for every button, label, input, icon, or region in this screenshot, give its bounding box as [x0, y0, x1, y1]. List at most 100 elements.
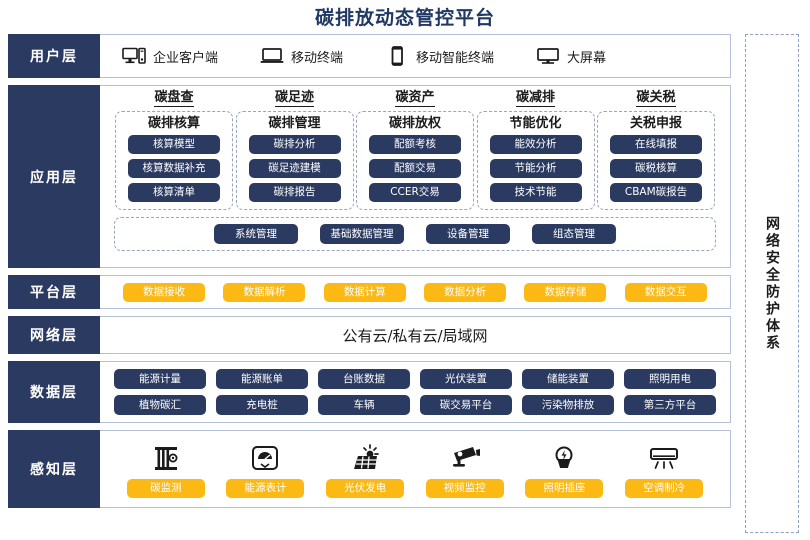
- perception-label: 光伏发电: [326, 479, 405, 498]
- data-pill[interactable]: 污染物排放: [522, 395, 614, 415]
- perception-item-lighting-socket[interactable]: 照明插座: [525, 439, 604, 498]
- management-pill[interactable]: 设备管理: [426, 224, 510, 244]
- application-groups: 碳盘查 碳排核算 核算模型 核算数据补充 核算清单 碳足迹 碳排管理 碳排分析: [110, 90, 720, 210]
- platform-pill[interactable]: 数据交互: [624, 282, 707, 302]
- app-group-title: 碳关税: [636, 90, 676, 107]
- perception-item-solar-power[interactable]: 光伏发电: [326, 439, 405, 498]
- app-feature-pill[interactable]: 核算模型: [128, 135, 220, 154]
- app-feature-pill[interactable]: 技术节能: [489, 183, 582, 202]
- layer-label-data: 数据层: [8, 361, 100, 423]
- app-group-subtitle: 碳排放权: [388, 116, 441, 131]
- data-pill[interactable]: 储能装置: [522, 369, 614, 389]
- platform-pill[interactable]: 数据解析: [223, 282, 306, 302]
- layer-body-platform: 数据接收 数据解析 数据计算 数据分析 数据存储 数据交互: [100, 276, 730, 308]
- app-feature-pill[interactable]: 在线填报: [610, 135, 702, 154]
- data-pill[interactable]: 能源计量: [114, 369, 206, 389]
- layer-label-platform: 平台层: [8, 275, 100, 309]
- app-feature-pill[interactable]: CBAM碳报告: [610, 183, 702, 202]
- solar-panel-icon: [349, 439, 381, 473]
- app-group-title: 碳盘查: [154, 90, 194, 107]
- app-feature-pill[interactable]: 碳排分析: [248, 135, 341, 154]
- data-pill[interactable]: 台账数据: [318, 369, 410, 389]
- app-feature-pill[interactable]: 配额考核: [369, 135, 461, 154]
- desktop-tower-icon: [122, 45, 146, 67]
- data-pill[interactable]: 植物碳汇: [114, 395, 206, 415]
- app-feature-pill[interactable]: CCER交易: [369, 183, 461, 202]
- perception-label: 视频监控: [425, 479, 504, 498]
- app-group-subtitle: 节能优化: [509, 116, 562, 131]
- data-row-2: 植物碳汇 充电桩 车辆 碳交易平台 污染物排放 第三方平台: [114, 395, 716, 415]
- layer-network: 网络层 公有云/私有云/局域网: [8, 316, 731, 354]
- app-group-carbon-asset: 碳资产 碳排放权 配额考核 配额交易 CCER交易: [355, 90, 475, 210]
- app-group-box: 关税申报 在线填报 碳税核算 CBAM碳报告: [597, 111, 715, 210]
- app-feature-pill[interactable]: 节能分析: [489, 159, 582, 178]
- data-pill[interactable]: 充电桩: [216, 395, 308, 415]
- user-item-label: 移动智能终端: [416, 50, 495, 66]
- layer-body-data: 能源计量 能源账单 台账数据 光伏装置 储能装置 照明用电 植物碳汇 充电桩 车…: [100, 362, 730, 422]
- app-group-box: 碳排核算 核算模型 核算数据补充 核算清单: [115, 111, 233, 210]
- app-group-title: 碳资产: [395, 90, 435, 107]
- smartphone-icon: [385, 45, 409, 67]
- app-feature-pill[interactable]: 核算清单: [128, 183, 220, 202]
- app-group-carbon-reduction: 碳减排 节能优化 能效分析 节能分析 技术节能: [476, 90, 596, 210]
- air-conditioner-icon: [648, 439, 680, 473]
- user-item-label: 大屏幕: [567, 50, 607, 66]
- user-item-label: 企业客户端: [153, 50, 219, 66]
- page-title: 碳排放动态管控平台: [314, 7, 495, 29]
- layer-label-application: 应用层: [8, 85, 100, 268]
- management-pill[interactable]: 基础数据管理: [320, 224, 404, 244]
- network-text: 公有云/私有云/局域网: [342, 326, 488, 345]
- data-pill[interactable]: 能源账单: [216, 369, 308, 389]
- user-item-mobile-terminal[interactable]: 移动终端: [260, 45, 343, 67]
- app-feature-pill[interactable]: 碳足迹建模: [248, 159, 341, 178]
- perception-item-carbon-monitor[interactable]: 碳监测: [126, 439, 205, 498]
- layer-label-network: 网络层: [8, 316, 100, 354]
- data-pill[interactable]: 光伏装置: [420, 369, 512, 389]
- cctv-camera-icon: [449, 439, 481, 473]
- security-sidebar-label: 网络安全防护体系: [764, 215, 780, 352]
- platform-pill[interactable]: 数据计算: [323, 282, 406, 302]
- perception-label: 能源表计: [226, 479, 305, 498]
- layer-application: 应用层 碳盘查 碳排核算 核算模型 核算数据补充 核算清单 碳足迹: [8, 85, 731, 268]
- light-bulb-icon: [549, 439, 579, 473]
- app-group-carbon-footprint: 碳足迹 碳排管理 碳排分析 碳足迹建模 碳排报告: [235, 90, 355, 210]
- app-feature-pill[interactable]: 碳税核算: [610, 159, 702, 178]
- app-group-subtitle: 关税申报: [629, 116, 682, 131]
- app-feature-pill[interactable]: 能效分析: [489, 135, 582, 154]
- app-group-carbon-tariff: 碳关税 关税申报 在线填报 碳税核算 CBAM碳报告: [596, 90, 716, 210]
- management-pill[interactable]: 组态管理: [532, 224, 616, 244]
- perception-item-video-surveillance[interactable]: 视频监控: [425, 439, 504, 498]
- perception-label: 碳监测: [126, 479, 205, 498]
- energy-meter-icon: [250, 439, 280, 473]
- app-group-box: 碳排管理 碳排分析 碳足迹建模 碳排报告: [235, 111, 354, 210]
- perception-item-energy-meter[interactable]: 能源表计: [226, 439, 305, 498]
- app-group-box: 碳排放权 配额考核 配额交易 CCER交易: [356, 111, 474, 210]
- app-group-subtitle: 碳排核算: [147, 116, 200, 131]
- user-item-label: 移动终端: [291, 50, 344, 66]
- data-pill[interactable]: 碳交易平台: [420, 395, 512, 415]
- platform-pill[interactable]: 数据存储: [524, 282, 607, 302]
- perception-label: 空调制冷: [625, 479, 704, 498]
- perception-item-air-conditioning[interactable]: 空调制冷: [625, 439, 704, 498]
- app-feature-pill[interactable]: 核算数据补充: [128, 159, 220, 178]
- data-pill[interactable]: 照明用电: [624, 369, 716, 389]
- data-pill[interactable]: 第三方平台: [624, 395, 716, 415]
- layer-body-application: 碳盘查 碳排核算 核算模型 核算数据补充 核算清单 碳足迹 碳排管理 碳排分析: [100, 86, 730, 267]
- platform-pill[interactable]: 数据分析: [424, 282, 507, 302]
- app-group-carbon-inventory: 碳盘查 碳排核算 核算模型 核算数据补充 核算清单: [114, 90, 234, 210]
- layer-body-user: 企业客户端 移动终端: [100, 35, 730, 77]
- user-item-large-screen[interactable]: 大屏幕: [536, 45, 606, 67]
- user-item-smart-mobile-terminal[interactable]: 移动智能终端: [385, 45, 494, 67]
- management-pill[interactable]: 系统管理: [214, 224, 298, 244]
- layer-platform: 平台层 数据接收 数据解析 数据计算 数据分析 数据存储 数据交互: [8, 275, 731, 309]
- user-item-enterprise-client[interactable]: 企业客户端: [122, 45, 218, 67]
- monitor-icon: [536, 45, 560, 67]
- platform-pill[interactable]: 数据接收: [123, 282, 206, 302]
- app-feature-pill[interactable]: 碳排报告: [248, 183, 341, 202]
- laptop-icon: [260, 45, 284, 67]
- data-pill[interactable]: 车辆: [318, 395, 410, 415]
- layer-label-perception: 感知层: [8, 430, 100, 508]
- app-feature-pill[interactable]: 配额交易: [369, 159, 461, 178]
- app-group-title: 碳减排: [515, 90, 555, 107]
